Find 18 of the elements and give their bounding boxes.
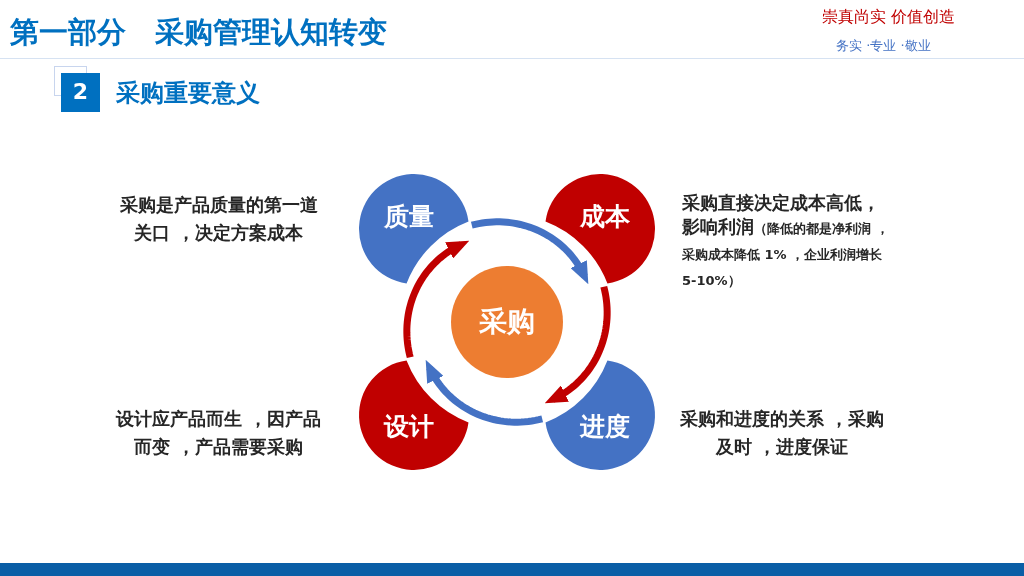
description-text: 设计应产品而生 ，因产品而变 ，产品需要采购 (114, 407, 322, 459)
circle-label: 质量 (384, 202, 435, 233)
curved-arrow (470, 218, 588, 283)
curved-arrow (546, 285, 611, 403)
description-text: 采购和进度的关系 ，采购及时 ，进度保证 (678, 407, 886, 459)
description-text: 采购是产品质量的第一道关口 ，决定方案成本 (118, 193, 319, 245)
circle-label: 设计 (384, 411, 435, 442)
slogan-text: 务实 ·专业 ·敬业 (836, 37, 931, 55)
circle-label: 成本 (579, 202, 630, 233)
number-badge: 2 (61, 73, 100, 112)
curved-arrow (426, 361, 544, 426)
slide-title: 第一部分 采购管理认知转变 (10, 14, 387, 51)
circle-label: 进度 (579, 411, 630, 442)
description-text: 采购直接决定成本高低，影响利润（降低的都是净利润 ，采购成本降低 1% ，企业利润增长 5-10%） (682, 191, 890, 290)
curved-arrow (403, 241, 468, 359)
circle-label: 采购 (479, 305, 535, 339)
motto-text: 崇真尚实 价值创造 (822, 7, 956, 28)
section-heading: 采购重要意义 (116, 78, 260, 109)
